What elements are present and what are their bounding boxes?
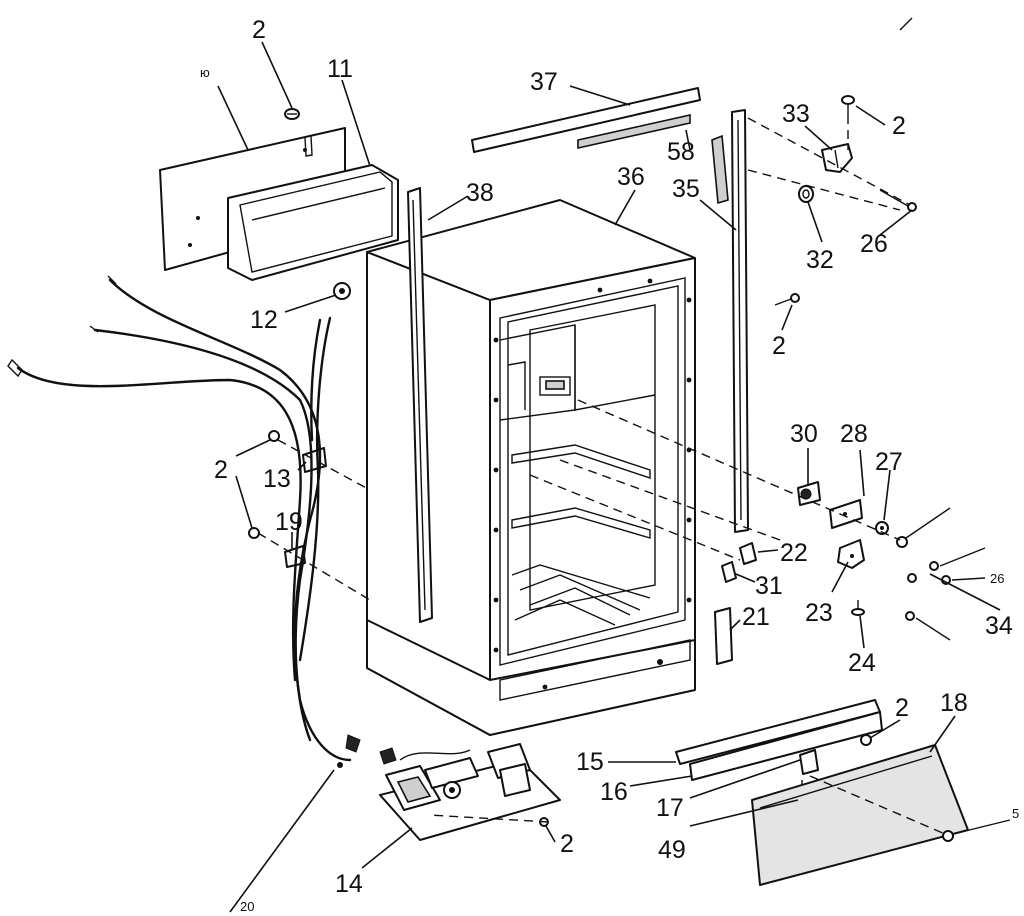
callout-labels: 2 ю 11 37 33 2 58 38 36 35 26 32 12 2 30… bbox=[200, 16, 1019, 914]
hinge-23 bbox=[837, 539, 865, 569]
callout-2-left: 2 bbox=[214, 456, 228, 484]
callout-2-mid: 2 bbox=[772, 332, 786, 360]
callout-11: 11 bbox=[327, 55, 353, 83]
callout-28: 28 bbox=[840, 420, 868, 448]
leader-lines bbox=[217, 41, 1001, 913]
callout-27: 27 bbox=[875, 448, 903, 476]
callout-36: 36 bbox=[617, 163, 645, 191]
callout-2-kick: 2 bbox=[895, 694, 909, 722]
callout-5: 5 bbox=[1012, 806, 1019, 821]
callout-20: 20 bbox=[240, 899, 254, 914]
screw-26-top bbox=[879, 189, 917, 212]
right-trim-strip bbox=[731, 109, 749, 533]
screw-5 bbox=[942, 819, 1011, 842]
callout-26-right: 26 bbox=[990, 571, 1004, 586]
callout-38: 38 bbox=[466, 179, 494, 207]
callout-2-top: 2 bbox=[252, 16, 266, 44]
screw-right-mid bbox=[774, 293, 800, 306]
screw-top-right bbox=[841, 95, 855, 124]
callout-24: 24 bbox=[848, 649, 876, 677]
bushing-27 bbox=[875, 521, 908, 548]
callout-14: 14 bbox=[335, 870, 363, 898]
callout-49: 49 bbox=[658, 836, 686, 864]
strip-21 bbox=[714, 607, 733, 665]
cabinet-body bbox=[366, 199, 696, 736]
callout-31: 31 bbox=[755, 572, 783, 600]
callout-33: 33 bbox=[782, 100, 810, 128]
callout-34: 34 bbox=[985, 612, 1013, 640]
callout-10: ю bbox=[200, 65, 210, 80]
callout-32: 32 bbox=[806, 246, 834, 274]
grommet-12 bbox=[333, 282, 351, 300]
stray-mark bbox=[899, 17, 913, 31]
callout-15: 15 bbox=[576, 748, 604, 776]
callout-35: 35 bbox=[672, 175, 700, 203]
callout-16: 16 bbox=[600, 778, 628, 806]
clip-17 bbox=[799, 749, 819, 775]
kick-rail-15-16 bbox=[675, 699, 883, 781]
door-stop-30 bbox=[797, 481, 821, 506]
screws-26-34 bbox=[905, 507, 986, 641]
callout-2-bottom: 2 bbox=[560, 830, 574, 858]
hinge-bracket-33 bbox=[821, 143, 853, 173]
screw-kick-top bbox=[860, 734, 872, 746]
clips-22-31 bbox=[721, 542, 757, 583]
hinge-plate-28 bbox=[829, 499, 863, 529]
screw-top-left bbox=[284, 108, 300, 120]
callout-18: 18 bbox=[940, 689, 968, 717]
clip-13 bbox=[302, 447, 327, 473]
top-trim-rail bbox=[471, 87, 729, 205]
washer-32 bbox=[798, 185, 814, 203]
callout-12: 12 bbox=[250, 306, 278, 334]
callout-23: 23 bbox=[805, 599, 833, 627]
callout-17: 17 bbox=[656, 794, 684, 822]
pin-24 bbox=[851, 600, 865, 616]
callout-58: 58 bbox=[667, 138, 695, 166]
callout-26-top: 26 bbox=[860, 230, 888, 258]
callout-21: 21 bbox=[742, 603, 770, 631]
wiring-harness bbox=[7, 275, 361, 768]
callout-2-top-right: 2 bbox=[892, 112, 906, 140]
control-assembly bbox=[379, 743, 561, 841]
callout-22: 22 bbox=[780, 539, 808, 567]
callout-13: 13 bbox=[263, 465, 291, 493]
left-trim-strip bbox=[407, 187, 433, 623]
assembly-lines bbox=[257, 117, 946, 835]
callout-19: 19 bbox=[275, 508, 303, 536]
callout-30: 30 bbox=[790, 420, 818, 448]
callout-37: 37 bbox=[530, 68, 558, 96]
insulation-box bbox=[227, 164, 399, 281]
